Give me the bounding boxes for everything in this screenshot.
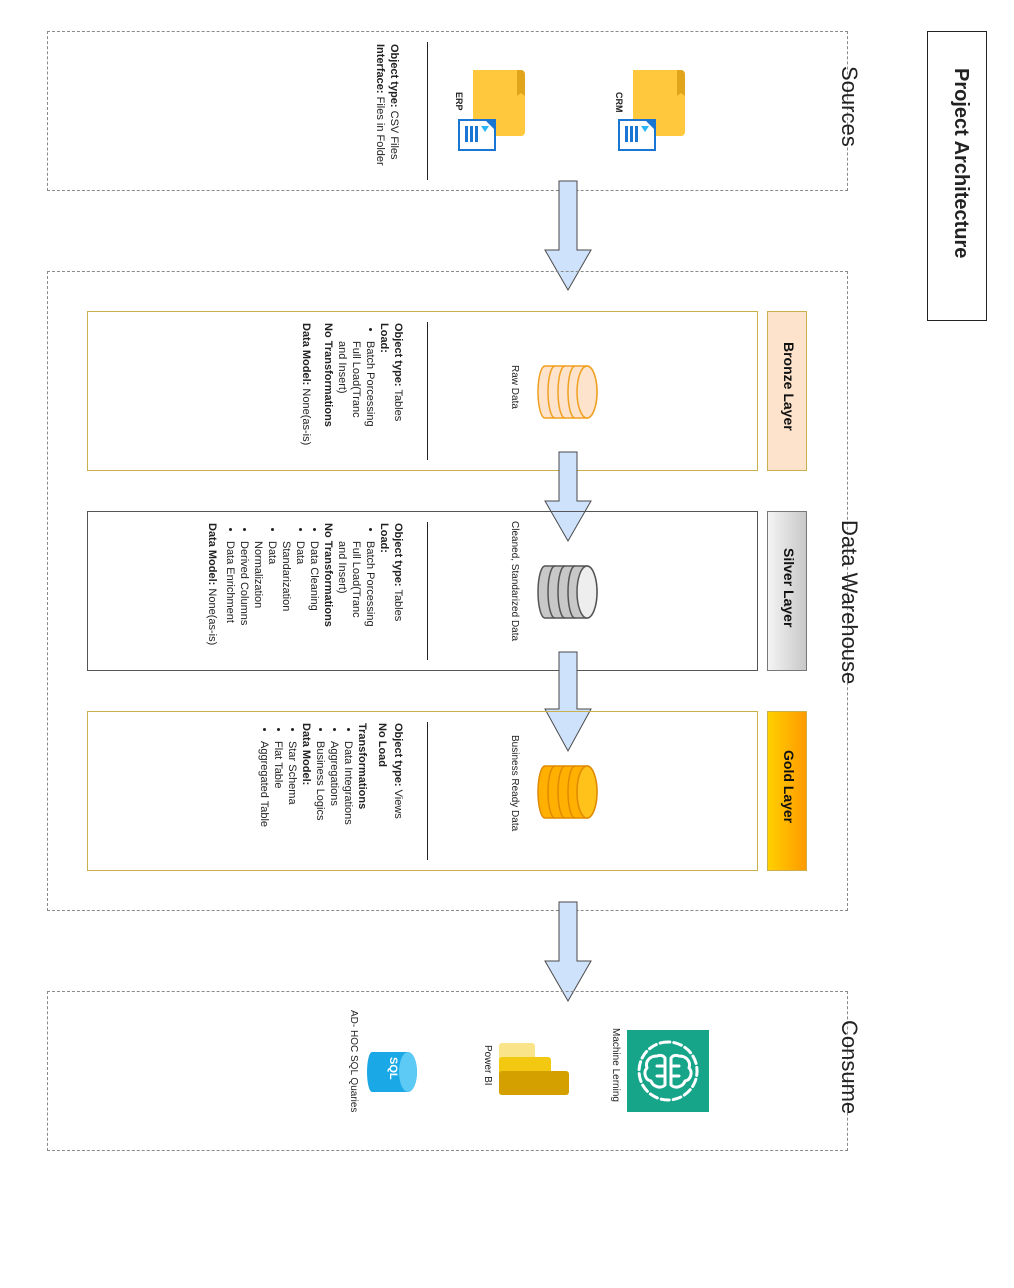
gold-model-item: Aggregated Table xyxy=(257,741,271,827)
sql-label: AD- HOC SQL Quaries xyxy=(348,1010,359,1113)
sql-icon xyxy=(366,1050,418,1094)
bronze-header: Bronze Layer xyxy=(767,311,807,471)
silver-transform-item: Derived Columns xyxy=(237,541,251,645)
bronze-database-icon xyxy=(537,364,599,420)
silver-db-label: Cleaned, Standarized Data xyxy=(509,521,520,642)
arrow-warehouse-to-consume xyxy=(543,901,593,1003)
power-bi-icon xyxy=(499,1043,569,1095)
silver-header: Silver Layer xyxy=(767,511,807,671)
silver-meta: Object type: Tables Load: Batch Porcessi… xyxy=(205,523,405,645)
silver-load-item: Batch Porcessing xyxy=(363,541,377,645)
sql-icon-text: SQL xyxy=(387,1057,399,1080)
consume-section xyxy=(47,991,848,1151)
gold-meta: Object type: Views No Load Transformatio… xyxy=(257,723,405,827)
bronze-load-item: and Insert) xyxy=(336,341,348,394)
consume-title: Consume xyxy=(837,1020,862,1115)
silver-transform-item: Data Cleaning xyxy=(307,541,321,645)
arrow-sources-to-warehouse xyxy=(543,180,593,292)
silver-transform-item: Data xyxy=(293,541,307,645)
bronze-db-label: Raw Data xyxy=(509,365,520,409)
bronze-meta: Object type: Tables Load: Batch Porcessi… xyxy=(299,323,405,445)
machine-learning-label: Machine Lerning xyxy=(610,1028,621,1102)
gold-header: Gold Layer xyxy=(767,711,807,871)
silver-load-item: and Insert) xyxy=(336,541,348,594)
arrow-silver-to-gold xyxy=(543,651,593,753)
warehouse-title: Data Warehouse xyxy=(837,520,862,685)
silver-divider xyxy=(427,522,428,660)
erp-label: ERP xyxy=(454,92,464,111)
silver-database-icon xyxy=(537,564,599,620)
title-box: Project Architecture xyxy=(927,31,987,321)
crm-file-icon xyxy=(615,66,691,156)
silver-transform-item: Normalization xyxy=(252,541,264,609)
sources-section xyxy=(47,31,848,191)
arrow-bronze-to-silver xyxy=(543,451,593,543)
gold-panel xyxy=(87,711,758,871)
gold-database-icon xyxy=(537,764,599,820)
bronze-load-item: Full Load(Tranc xyxy=(350,341,362,418)
gold-model-item: Flat Table xyxy=(271,741,285,827)
silver-panel xyxy=(87,511,758,671)
silver-transform-item: Standarization xyxy=(280,541,292,612)
sources-meta: Object type: CSV Files Interface: Files … xyxy=(374,44,400,166)
gold-transform-item: Aggregations xyxy=(327,741,341,827)
sources-title: Sources xyxy=(837,66,862,147)
silver-transform-item: Data Enrichment xyxy=(223,541,237,645)
gold-model-item: Star Schema xyxy=(285,741,299,827)
sources-divider xyxy=(427,42,428,180)
gold-transform-item: Data Integrations xyxy=(341,741,355,827)
crm-label: CRM xyxy=(614,92,624,113)
bronze-panel xyxy=(87,311,758,471)
bronze-load-item: Batch Porcessing xyxy=(363,341,377,445)
bronze-divider xyxy=(427,322,428,460)
silver-load-item: Full Load(Tranc xyxy=(350,541,362,618)
gold-transform-item: Business Logics xyxy=(313,741,327,827)
page-title: Project Architecture xyxy=(950,68,972,259)
warehouse-section xyxy=(47,271,848,911)
erp-file-icon xyxy=(455,66,531,156)
power-bi-label: Power BI xyxy=(482,1045,493,1086)
silver-transform-item: Data xyxy=(265,541,279,645)
gold-db-label: Business Ready Data xyxy=(509,735,520,832)
gold-divider xyxy=(427,722,428,860)
machine-learning-icon xyxy=(627,1030,709,1112)
